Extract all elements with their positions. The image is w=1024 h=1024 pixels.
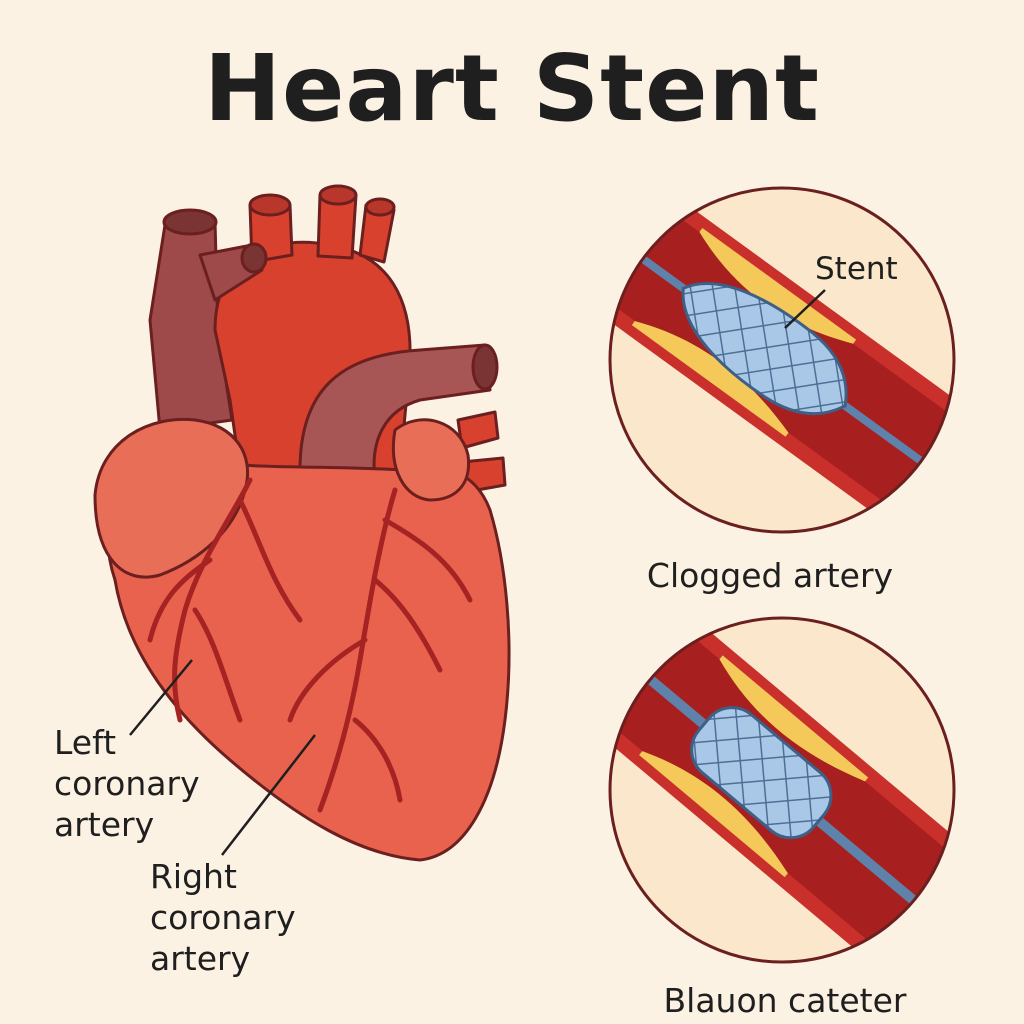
heart-illustration bbox=[93, 184, 511, 862]
label-line: Left bbox=[54, 723, 117, 762]
right-coronary-artery-label: Right coronary artery bbox=[150, 856, 350, 979]
balloon-inset-circle bbox=[608, 616, 956, 964]
right-coronary-leader bbox=[221, 734, 316, 856]
pulmonary-artery bbox=[298, 343, 492, 482]
balloon-catheter-caption: Blauon cateter bbox=[663, 981, 907, 1020]
stent-inset-circle bbox=[608, 186, 956, 534]
label-line: coronary bbox=[150, 898, 296, 937]
label-line: Right bbox=[150, 857, 237, 896]
right-coronary-vessel bbox=[317, 487, 398, 813]
label-line: artery bbox=[54, 805, 155, 844]
label-line: coronary bbox=[54, 764, 200, 803]
left-atrium bbox=[392, 418, 471, 502]
balloon-stent-mesh bbox=[690, 706, 833, 840]
clogged-artery-caption: Clogged artery bbox=[646, 556, 894, 595]
left-coronary-leader bbox=[129, 659, 193, 736]
stent-label: Stent bbox=[815, 251, 898, 287]
left-coronary-artery-label: Left coronary artery bbox=[54, 722, 254, 845]
stent-mesh bbox=[681, 282, 848, 416]
stent-leader bbox=[784, 289, 826, 329]
label-line: artery bbox=[150, 939, 251, 978]
diagram-title: Heart Stent bbox=[204, 35, 820, 142]
